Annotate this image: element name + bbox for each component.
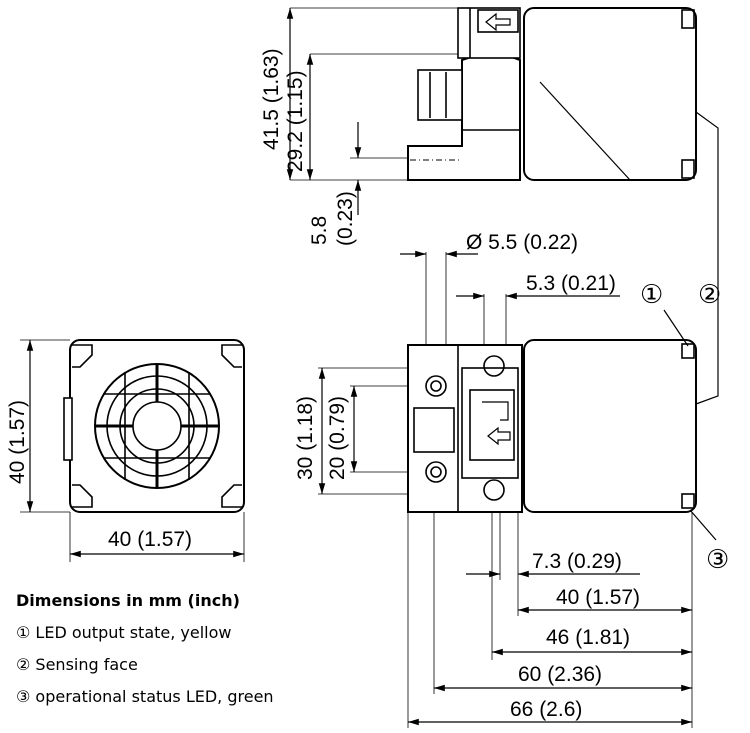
plan-dims — [318, 250, 693, 728]
dim-diameter-5-5: Ø 5.5 (0.22) — [466, 231, 578, 254]
leader-operational-led — [689, 509, 717, 541]
plan-view — [407, 339, 697, 513]
dim-5-8-inch: (0.23) — [334, 191, 357, 246]
dim-left-40-horizontal: 40 (1.57) — [108, 528, 192, 551]
dim-29-2: 29.2 (1.15) — [284, 70, 307, 172]
front-view — [63, 339, 245, 513]
leader-led-output — [663, 309, 689, 347]
dim-5-8: 5.8 — [308, 216, 331, 245]
dim-20: 20 (0.79) — [326, 396, 349, 480]
leader-sensing-face — [695, 111, 719, 405]
dim-bottom-40: 40 (1.57) — [556, 586, 640, 609]
dim-60: 60 (2.36) — [518, 663, 602, 686]
legend-item: ③ operational status LED, green — [16, 687, 274, 706]
dim-7-3: 7.3 (0.29) — [532, 550, 622, 573]
legend: Dimensions in mm (inch) ① LED output sta… — [16, 585, 274, 713]
dim-46: 46 (1.81) — [546, 626, 630, 649]
dim-left-40-vertical: 40 (1.57) — [6, 400, 29, 484]
callout-1: ① — [640, 280, 663, 310]
dim-66: 66 (2.6) — [510, 698, 582, 721]
callout-3: ③ — [706, 545, 729, 575]
front-dims — [20, 339, 245, 562]
top-vertical-dims — [286, 7, 520, 215]
top-side-view — [407, 7, 697, 181]
dim-41-5: 41.5 (1.63) — [260, 48, 283, 150]
legend-item: ② Sensing face — [16, 655, 138, 674]
dim-30: 30 (1.18) — [294, 396, 317, 480]
legend-item: ① LED output state, yellow — [16, 623, 232, 642]
legend-title: Dimensions in mm (inch) — [16, 591, 240, 610]
dim-5-3: 5.3 (0.21) — [526, 272, 616, 295]
callout-2: ② — [698, 280, 721, 310]
